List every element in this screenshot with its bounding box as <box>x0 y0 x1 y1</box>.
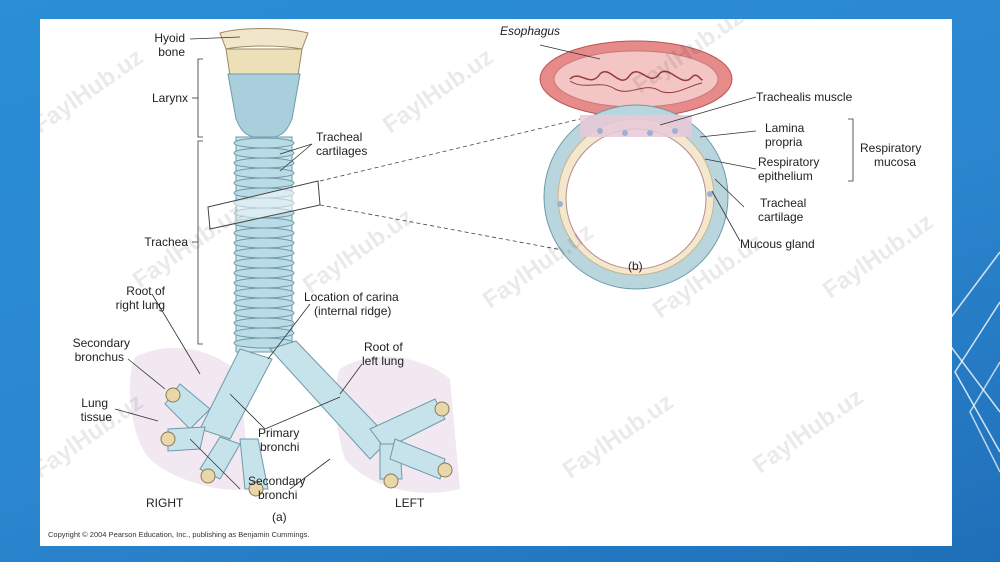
label-lamina-propria-line1: Lamina <box>765 121 805 135</box>
label-left: LEFT <box>395 496 425 510</box>
label-right: RIGHT <box>146 496 184 510</box>
label-respiratory-epithelium-line2: epithelium <box>758 169 813 183</box>
watermark-text: FaylHub.uz <box>298 203 418 299</box>
label-esophagus: Esophagus <box>500 24 560 38</box>
left-primary-bronchus <box>269 340 453 489</box>
label-lamina-propria-line2: propria <box>765 135 803 149</box>
label-root-left-lung-line2: left lung <box>362 354 404 368</box>
label-secondary-bronchi-line1: Secondary <box>248 474 305 488</box>
watermark-text: FaylHub.uz <box>40 43 148 139</box>
label-larynx: Larynx <box>152 91 188 105</box>
label-panel-b: (b) <box>628 259 643 273</box>
trachea-diagram: Hyoid bone Larynx Tracheal cartilages Tr… <box>40 19 938 539</box>
larynx-bracket <box>192 58 203 138</box>
label-tracheal-cartilage-line2: cartilage <box>758 210 804 224</box>
trachea-cross-section <box>543 104 729 290</box>
label-trachea: Trachea <box>144 235 188 249</box>
label-carina-line2: (internal ridge) <box>314 304 391 318</box>
label-secondary-bronchi-line2: bronchi <box>258 488 297 502</box>
label-respiratory-mucosa-line1: Respiratory <box>860 141 921 155</box>
label-panel-a: (a) <box>272 510 287 524</box>
leader-lines-b <box>539 44 854 242</box>
label-hyoid-line2: bone <box>158 45 185 59</box>
label-root-right-lung-line1: Root of <box>126 284 165 298</box>
label-primary-bronchi-line2: bronchi <box>260 440 299 454</box>
label-respiratory-mucosa-line2: mucosa <box>874 155 916 169</box>
larynx <box>225 48 303 140</box>
label-tracheal-cartilages-line1: Tracheal <box>316 130 362 144</box>
hyoid-bone <box>219 28 309 50</box>
label-hyoid-line1: Hyoid <box>154 31 185 45</box>
label-root-left-lung-line1: Root of <box>364 340 403 354</box>
label-tracheal-cartilages-line2: cartilages <box>316 144 367 158</box>
label-mucous-gland: Mucous gland <box>740 237 815 251</box>
label-lung-tissue-line2: tissue <box>81 410 113 424</box>
label-carina-line1: Location of carina <box>304 290 399 304</box>
esophagus-section <box>539 40 733 118</box>
watermark-text: FaylHub.uz <box>558 388 678 484</box>
leader-lines-a <box>114 36 363 490</box>
label-secondary-bronchus-line2: bronchus <box>75 350 124 364</box>
watermark-text: FaylHub.uz <box>748 383 868 479</box>
label-root-right-lung-line2: right lung <box>116 298 165 312</box>
slide-content: Hyoid bone Larynx Tracheal cartilages Tr… <box>40 19 952 546</box>
label-tracheal-cartilage-line1: Tracheal <box>760 196 806 210</box>
label-trachealis-muscle: Trachealis muscle <box>756 90 853 104</box>
trachea-rings <box>233 136 295 353</box>
projection-lines <box>319 118 601 258</box>
watermark-text: FaylHub.uz <box>378 43 498 139</box>
label-lung-tissue-line1: Lung <box>81 396 108 410</box>
label-respiratory-epithelium-line1: Respiratory <box>758 155 819 169</box>
label-secondary-bronchus-line1: Secondary <box>73 336 130 350</box>
copyright-text: Copyright © 2004 Pearson Education, Inc.… <box>48 530 310 539</box>
watermark-text: FaylHub.uz <box>818 208 938 304</box>
label-primary-bronchi-line1: Primary <box>258 426 299 440</box>
trachea-bracket <box>192 140 203 345</box>
